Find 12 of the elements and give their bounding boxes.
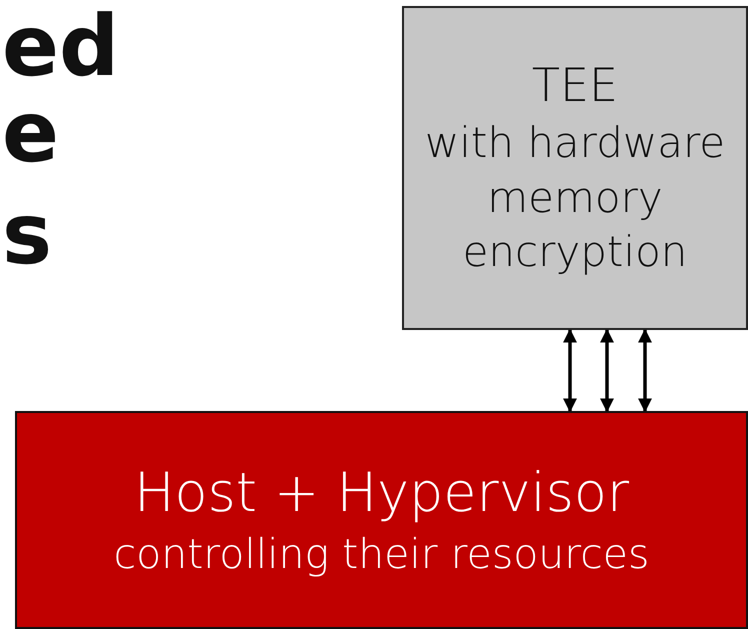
double-arrow bbox=[563, 328, 577, 412]
host-box bbox=[15, 411, 748, 629]
heading-fragment: ed bbox=[2, 4, 120, 88]
double-arrow bbox=[638, 328, 652, 412]
box-heading: Host + Hypervisor bbox=[132, 460, 630, 526]
box-description: controlling their resources bbox=[112, 529, 650, 580]
box-heading: TEE bbox=[530, 57, 620, 114]
heading-fragment: e bbox=[2, 90, 59, 174]
double-arrow bbox=[600, 328, 614, 412]
heading-fragment: s bbox=[2, 192, 52, 276]
tee-box bbox=[402, 6, 748, 330]
box-description: with hardware memory encryption bbox=[424, 117, 726, 278]
